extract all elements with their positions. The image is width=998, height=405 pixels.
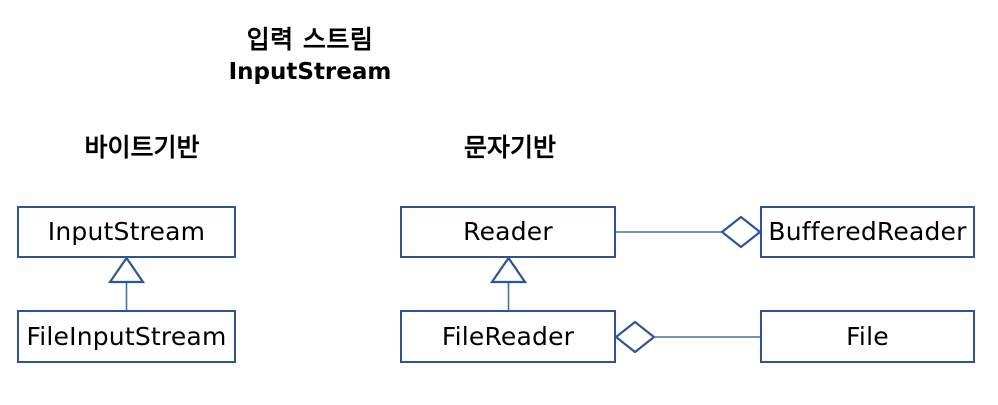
aggregation-filereader-to-file	[614, 320, 760, 354]
diagram-title-english: InputStream	[228, 59, 392, 85]
class-box-inputstream[interactable]: InputStream	[17, 206, 236, 258]
generalization-fileinputstream-to-inputstream	[107, 256, 146, 310]
generalization-triangle-left	[107, 256, 146, 284]
aggregation-diamond-bufferedreader	[720, 215, 762, 249]
generalization-filereader-to-reader	[489, 256, 528, 310]
class-label-fileinputstream: FileInputStream	[26, 321, 227, 351]
section-label-byte-based: 바이트기반	[84, 133, 200, 162]
aggregation-reader-to-bufferedreader	[616, 215, 762, 249]
class-box-reader[interactable]: Reader	[400, 206, 616, 258]
class-box-file[interactable]: File	[760, 310, 975, 363]
class-label-filereader: FileReader	[441, 321, 575, 351]
class-label-reader: Reader	[463, 217, 553, 246]
diagram-title-korean: 입력 스트림	[246, 25, 374, 54]
aggregation-diamond-filereader	[614, 320, 656, 354]
section-label-char-based: 문자기반	[463, 133, 556, 162]
class-box-bufferedreader[interactable]: BufferedReader	[760, 206, 975, 258]
class-box-filereader[interactable]: FileReader	[400, 310, 616, 363]
class-label-file: File	[846, 321, 889, 351]
generalization-triangle-middle	[489, 256, 528, 284]
class-label-inputstream: InputStream	[47, 217, 206, 246]
class-label-bufferedreader: BufferedReader	[768, 217, 967, 246]
class-box-fileinputstream[interactable]: FileInputStream	[17, 310, 236, 363]
